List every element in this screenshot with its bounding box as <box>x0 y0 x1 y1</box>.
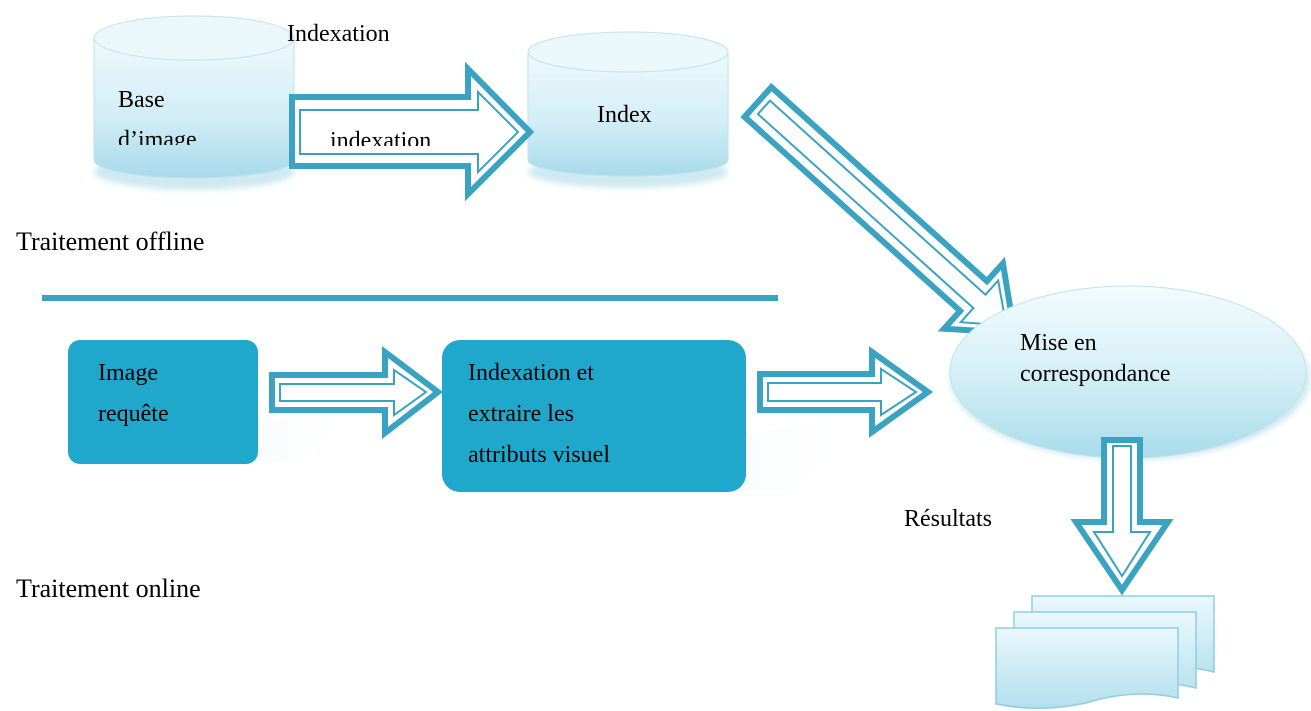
arrow-matching-to-results <box>1070 437 1174 596</box>
database-label-line1: Base <box>118 87 165 113</box>
offline-section-label: Traitement offline <box>16 227 205 256</box>
query-box <box>68 340 258 464</box>
extract-box-label-line3: attributs visuel <box>468 442 610 468</box>
index-cylinder <box>527 31 729 188</box>
online-section-label: Traitement online <box>16 574 201 603</box>
arrow-matching-to-results-inner <box>1092 445 1152 578</box>
indexation-top-label: Indexation <box>287 21 390 47</box>
image-database-cylinder <box>93 15 295 190</box>
database-label-line2: d’image <box>118 127 197 145</box>
query-box-label-line1: Image <box>98 360 158 386</box>
index-label: Index <box>597 102 652 128</box>
arrow-query-to-extract-inner <box>279 368 428 417</box>
results-label: Résultats <box>904 506 992 532</box>
arrow-db-to-index <box>289 61 535 202</box>
query-box-label-line2: requête <box>98 401 169 427</box>
matching-label-line2: correspondance <box>1020 361 1171 387</box>
arrow-indexation-label: indexation <box>330 128 432 146</box>
extract-box-label-line1: Indexation et <box>468 360 594 386</box>
extract-box <box>442 340 746 492</box>
arrow-db-to-index-inner <box>299 89 520 175</box>
matching-label-line1: Mise en <box>1020 330 1097 356</box>
arrow-extract-to-matching-inner <box>767 367 918 417</box>
extract-box-label-line2: extraire les <box>468 401 574 427</box>
result-documents-icon <box>995 595 1215 709</box>
